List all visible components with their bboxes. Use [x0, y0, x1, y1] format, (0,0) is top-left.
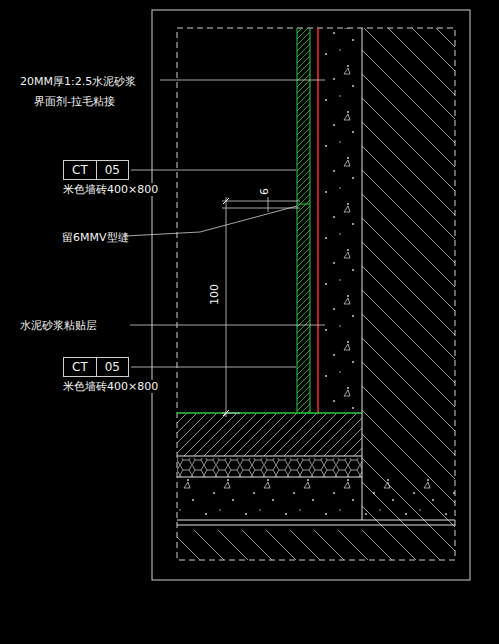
- material-tag: CT05米色墙砖400×800: [63, 160, 129, 180]
- note-text: 留6MMV型缝: [62, 231, 129, 244]
- dimension: 100: [208, 283, 221, 306]
- note-text: 界面剂-拉毛粘接: [34, 95, 115, 108]
- tag-code: CT: [64, 358, 97, 376]
- material-tag: CT05米色墙砖400×800: [63, 357, 129, 377]
- material-name: 米色墙砖400×800: [63, 380, 158, 393]
- material-name: 米色墙砖400×800: [63, 183, 158, 196]
- tag-number: 05: [97, 358, 128, 376]
- dimension: 6: [258, 187, 271, 196]
- note-text: 20MM厚1:2.5水泥砂浆: [20, 75, 136, 88]
- note-text: 水泥砂浆粘贴层: [20, 319, 97, 332]
- tag-code: CT: [64, 161, 97, 179]
- tag-number: 05: [97, 161, 128, 179]
